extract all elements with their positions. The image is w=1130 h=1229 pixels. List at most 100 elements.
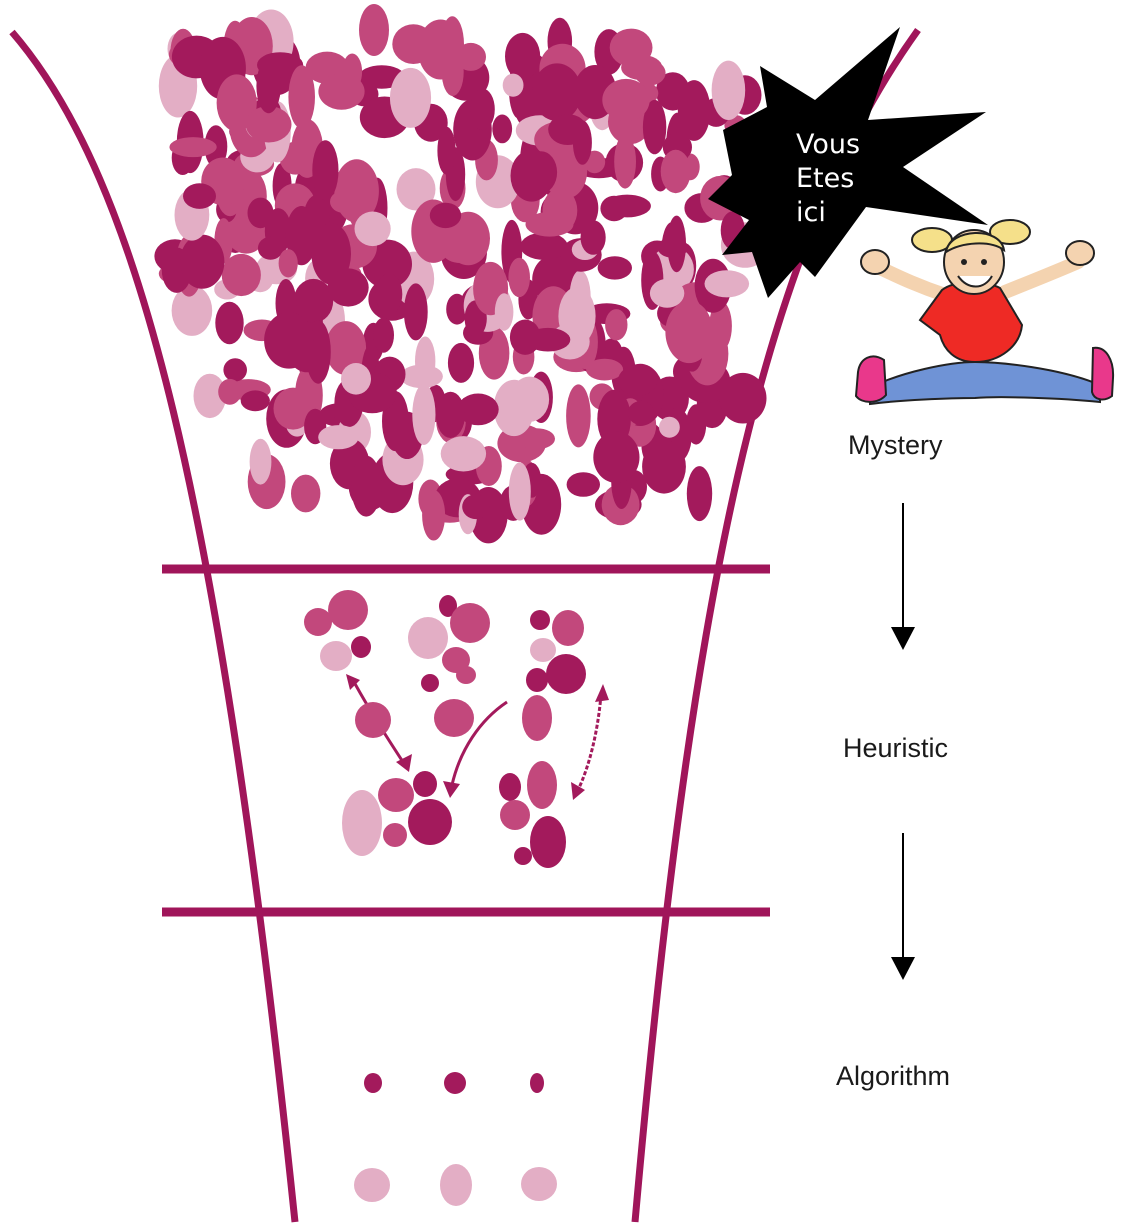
mystery-blob: [510, 150, 552, 202]
mystery-blob: [291, 475, 320, 513]
heuristic-cluster: [526, 610, 586, 694]
mystery-blob: [180, 235, 224, 289]
down-arrow-icon: [891, 833, 915, 980]
mystery-blob: [376, 273, 403, 314]
algorithm-item: [530, 1073, 544, 1093]
mystery-blob: [665, 301, 712, 363]
mystery-blob: [510, 377, 549, 422]
arrowhead: [571, 782, 585, 800]
mystery-blob: [614, 135, 636, 189]
heuristic-cluster: [304, 590, 371, 671]
mystery-blob: [330, 190, 358, 213]
heuristic-cluster: [408, 595, 490, 692]
mystery-blob: [602, 79, 649, 121]
mystery-blob: [603, 195, 651, 218]
mystery-blob: [505, 33, 540, 80]
mystery-blob: [492, 114, 512, 143]
mystery-blob: [218, 379, 241, 405]
mystery-blob: [650, 279, 684, 308]
mystery-blob: [448, 343, 474, 383]
mystery-blob: [533, 63, 582, 121]
mystery-blob: [170, 137, 217, 157]
mystery-blob: [318, 74, 364, 110]
mystery-blob: [566, 384, 591, 447]
down-arrow-icon: [891, 503, 915, 650]
mystery-blob: [258, 237, 283, 260]
mystery-blob: [659, 417, 680, 438]
mystery-blob: [222, 254, 261, 296]
mystery-blob: [223, 358, 247, 381]
algorithm-item: [440, 1164, 472, 1206]
algorithm-item: [354, 1168, 390, 1202]
mystery-blob: [430, 203, 461, 228]
mystery-blob-cloud: [154, 4, 769, 543]
mystery-blob: [441, 436, 486, 471]
mystery-blob: [508, 258, 530, 297]
mystery-blob: [412, 384, 435, 445]
mystery-blob: [422, 490, 445, 541]
mystery-blob: [581, 220, 606, 255]
mystery-blob: [341, 363, 371, 395]
mystery-blob: [279, 249, 298, 277]
heuristic-cluster: [499, 761, 566, 868]
mystery-blob: [567, 472, 600, 497]
callout-line: ici: [796, 196, 860, 230]
mystery-blob: [288, 65, 315, 128]
arrowhead: [595, 684, 609, 702]
mystery-blob: [183, 183, 216, 209]
mystery-blob: [250, 439, 272, 485]
mystery-blob: [503, 74, 524, 97]
mystery-blob: [573, 120, 592, 164]
algorithm-item: [522, 695, 552, 741]
mystery-blob: [621, 55, 662, 80]
mystery-blob: [661, 150, 691, 193]
connector-arrow: [578, 695, 601, 790]
stage-label-algorithm: Algorithm: [836, 1061, 950, 1092]
mystery-blob: [618, 365, 657, 396]
mystery-blob: [687, 466, 712, 521]
mystery-blob: [510, 320, 541, 355]
mystery-blob: [390, 68, 431, 128]
callout-line: Vous: [796, 128, 860, 162]
algorithm-item: [434, 699, 474, 737]
stage-label-mystery: Mystery: [848, 430, 943, 461]
algorithm-item: [521, 1167, 557, 1201]
mystery-blob: [215, 302, 243, 344]
mystery-blob: [415, 337, 435, 387]
mystery-blob: [470, 89, 495, 131]
mystery-blob: [509, 462, 531, 520]
mystery-blob: [642, 440, 686, 494]
mystery-blob: [495, 293, 514, 330]
mystery-blob: [705, 270, 750, 297]
algorithm-item: [364, 1073, 382, 1093]
mystery-blob: [351, 456, 381, 517]
mystery-blob: [678, 80, 711, 141]
mystery-blob: [441, 16, 464, 72]
mystery-blob: [658, 237, 688, 257]
mystery-blob: [605, 309, 627, 340]
algorithm-item: [355, 702, 391, 738]
mystery-blob: [436, 392, 465, 438]
mystery-blob: [598, 256, 632, 279]
mystery-blob: [359, 4, 389, 56]
jumping-girl-icon: [856, 220, 1113, 404]
mystery-blob: [712, 61, 746, 120]
mystery-blob: [256, 59, 280, 113]
arrowhead: [443, 781, 460, 798]
mystery-blob: [373, 318, 394, 353]
mystery-blob: [404, 283, 428, 340]
mystery-blob: [628, 401, 654, 425]
callout-line: Etes: [796, 162, 860, 196]
you-are-here-callout: Vous Etes ici: [796, 128, 860, 230]
algorithm-item: [444, 1072, 466, 1094]
mystery-blob: [420, 27, 439, 66]
mystery-blob: [593, 431, 639, 483]
mystery-blob: [328, 268, 369, 306]
stage-label-heuristic: Heuristic: [843, 733, 948, 764]
mystery-blob: [241, 390, 270, 411]
mystery-blob: [526, 212, 574, 237]
mystery-blob: [312, 140, 338, 200]
mystery-blob: [264, 312, 314, 368]
heuristic-cluster: [342, 771, 452, 856]
